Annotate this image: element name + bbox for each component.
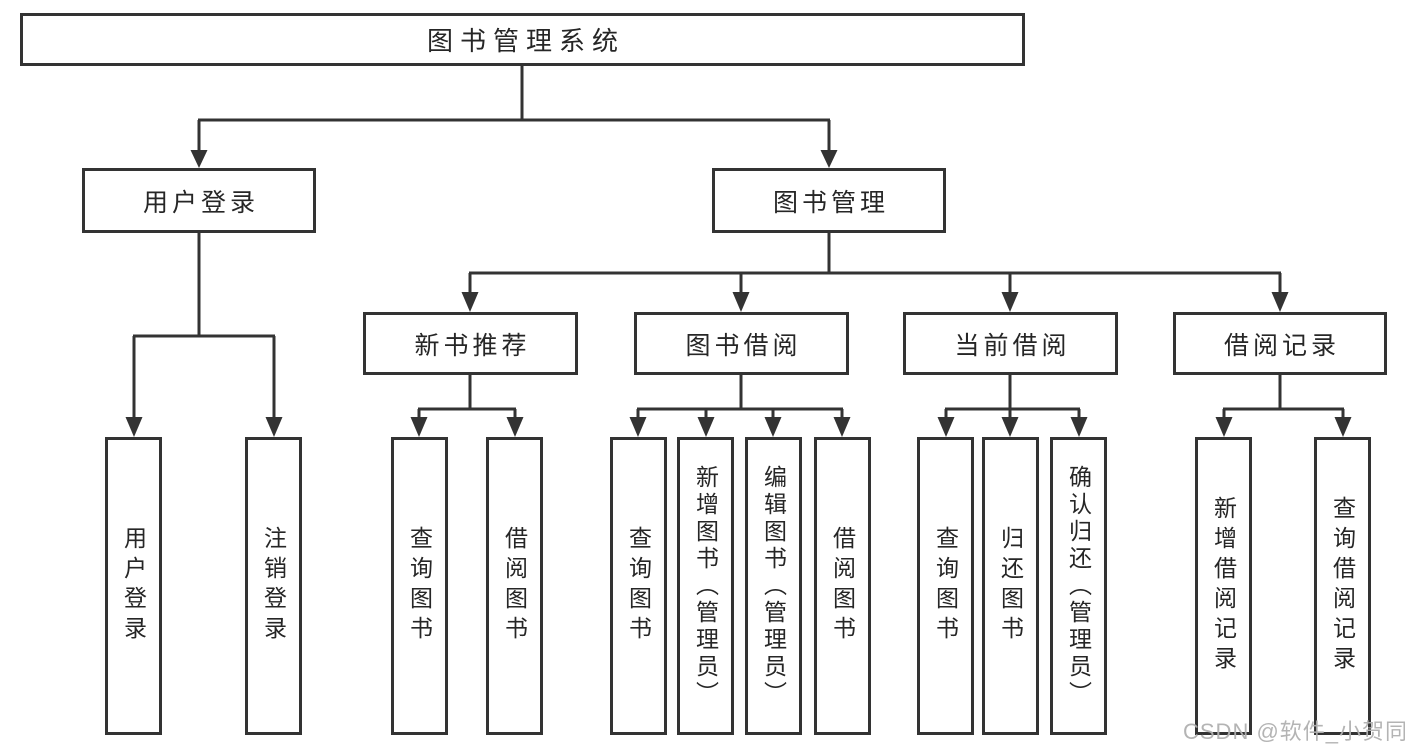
- leaf-borrow-books-recommend: 借阅图书: [486, 437, 543, 735]
- leaf-query-borrow-record: 查询借阅记录: [1314, 437, 1371, 735]
- leaf-user-login: 用户登录: [105, 437, 162, 735]
- connector-book-borrowing-children: [629, 375, 851, 437]
- watermark-text: CSDN @软件_小贺同学: [1183, 719, 1405, 744]
- leaf-query-books-recommend: 查询图书: [391, 437, 448, 735]
- node-new-book-recommendation: 新书推荐: [363, 312, 578, 375]
- node-book-management: 图书管理: [712, 168, 946, 233]
- connector-user-login-children: [125, 233, 283, 437]
- leaf-confirm-return-admin: 确认归还（管理员）: [1050, 437, 1107, 735]
- leaf-add-books-admin: 新增图书（管理员）: [677, 437, 734, 735]
- connector-book-management-children: [461, 233, 1289, 312]
- connector-borrowing-records-children: [1215, 375, 1352, 437]
- node-borrowing-records: 借阅记录: [1173, 312, 1387, 375]
- leaf-borrow-books: 借阅图书: [814, 437, 871, 735]
- node-current-borrowing: 当前借阅: [903, 312, 1118, 375]
- leaf-edit-books-admin: 编辑图书（管理员）: [745, 437, 802, 735]
- leaf-query-books-current: 查询图书: [917, 437, 974, 735]
- connector-new-book-recommendation-children: [410, 375, 524, 437]
- node-book-borrowing: 图书借阅: [634, 312, 849, 375]
- leaf-return-books: 归还图书: [982, 437, 1039, 735]
- leaf-add-borrow-record: 新增借阅记录: [1195, 437, 1252, 735]
- node-user-login: 用户登录: [82, 168, 316, 233]
- leaf-query-books-borrow: 查询图书: [610, 437, 667, 735]
- node-library-management-system: 图书管理系统: [20, 13, 1025, 66]
- leaf-logout: 注销登录: [245, 437, 302, 735]
- connector-root-to-level2: [190, 66, 838, 168]
- connector-current-borrowing-children: [937, 375, 1088, 437]
